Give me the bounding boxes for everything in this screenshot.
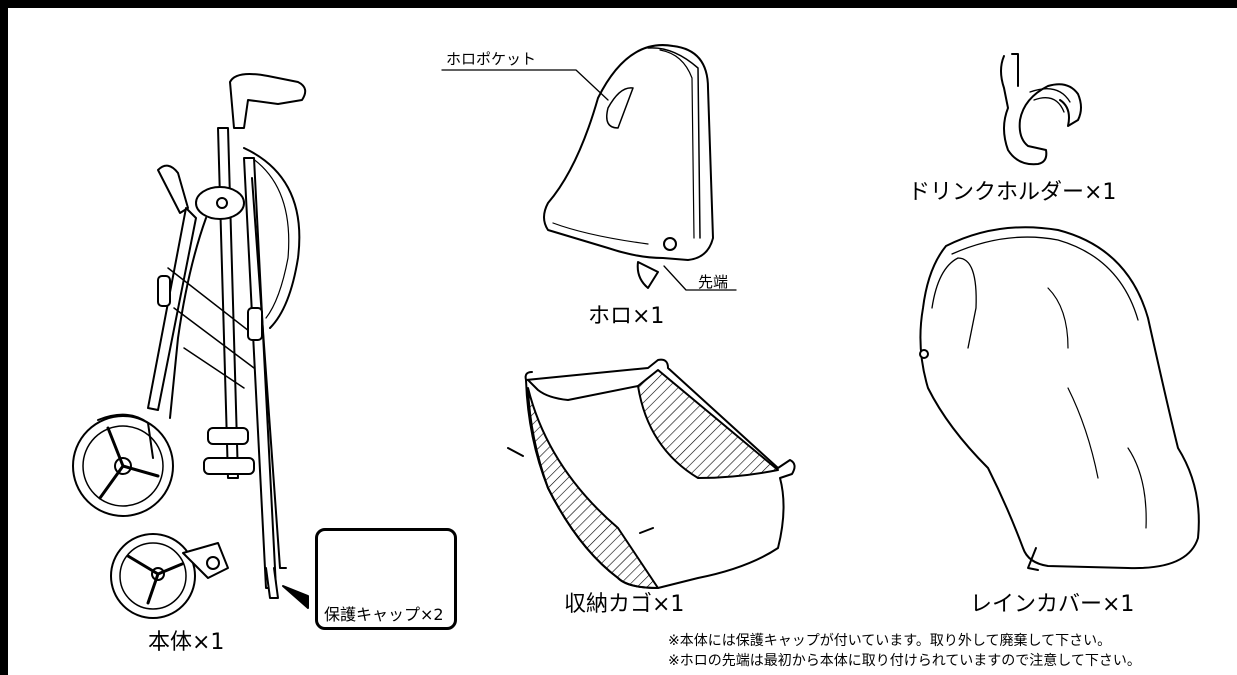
note-line-1: ※本体には保護キャップが付いています。取り外して廃棄して下さい。 — [668, 633, 1112, 649]
hood-illustration — [441, 44, 737, 291]
drink-holder-illustration — [1000, 53, 1082, 166]
hood-tip-label: 先端 — [698, 273, 729, 291]
protective-cap-box: 保護キャップ×2 — [315, 528, 457, 630]
hood-pocket-label: ホロポケット — [446, 50, 537, 68]
stroller-body-caption: 本体×1 — [148, 630, 225, 655]
hood-caption: ホロ×1 — [588, 304, 665, 329]
note-line-2: ※ホロの先端は最初から本体に取り付けられていますので注意して下さい。 — [668, 653, 1141, 669]
illustrations — [72, 44, 1200, 619]
drink-holder-caption: ドリンクホルダー×1 — [908, 180, 1117, 205]
basket-illustration — [507, 358, 796, 589]
basket-caption: 収納カゴ×1 — [564, 592, 685, 617]
protective-cap-caption: 保護キャップ×2 — [324, 605, 444, 624]
rain-cover-illustration — [919, 226, 1200, 571]
rain-cover-caption: レインカバー×1 — [970, 592, 1135, 617]
stroller-body-illustration — [72, 73, 309, 619]
parts-list-diagram: ホロポケット 先端 ホロ×1 ドリンクホルダー×1 収納カゴ×1 レインカバー×… — [8, 8, 1237, 675]
